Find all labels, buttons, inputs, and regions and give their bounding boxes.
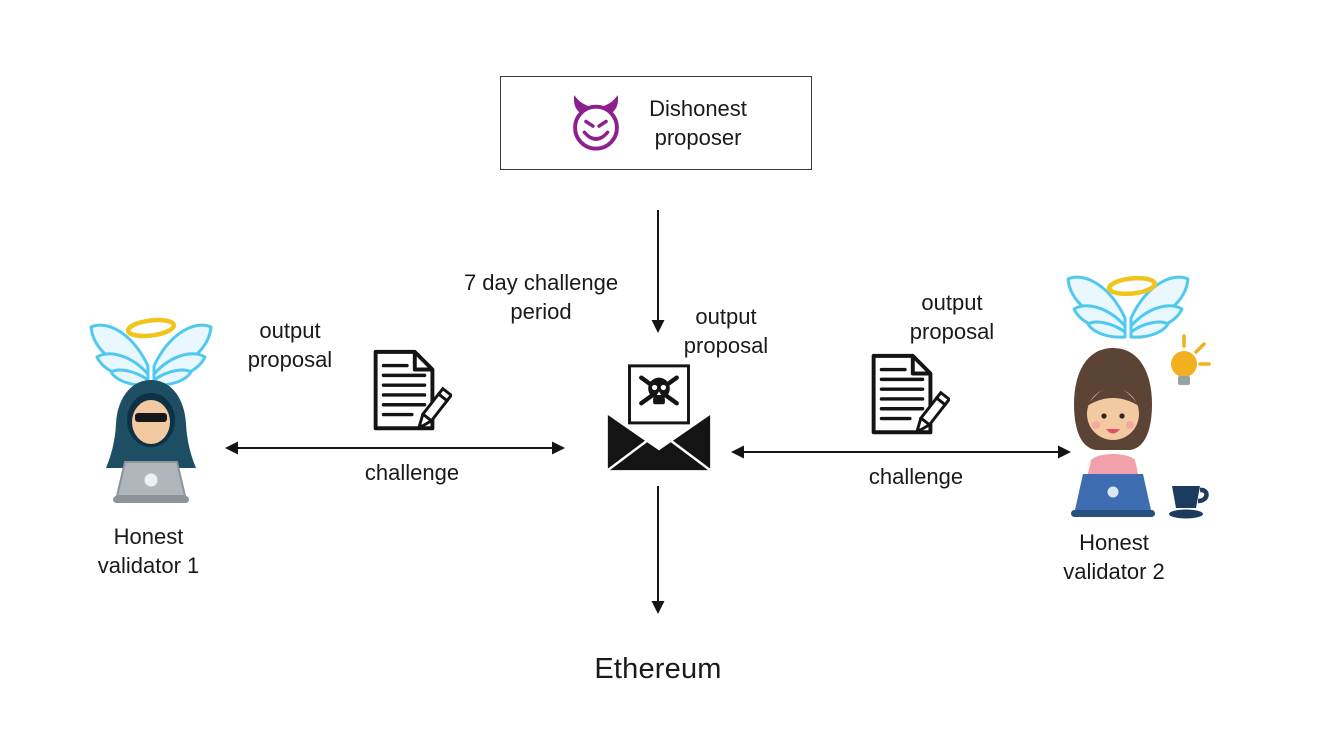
right-output-proposal-label: output proposal	[909, 290, 995, 345]
ethereum-label: Ethereum	[594, 653, 722, 685]
envelope-body	[607, 415, 711, 471]
angel-wings	[1066, 275, 1190, 339]
document-pencil-icon-right	[871, 353, 950, 435]
laptop-icon	[113, 461, 189, 503]
document-text-lines	[381, 363, 427, 417]
document-pencil-icon-left	[373, 349, 452, 431]
angel-wings	[89, 323, 213, 387]
bangs	[1087, 387, 1139, 406]
left-output-proposal-label: output proposal	[247, 318, 333, 373]
sunglasses-icon	[135, 413, 167, 422]
lightbulb-icon	[1171, 334, 1211, 385]
devil-icon	[573, 95, 619, 151]
halo-icon	[1106, 275, 1158, 297]
arrow-validator2-contract	[731, 445, 1071, 459]
right-challenge-label: challenge	[868, 464, 964, 489]
skull-icon	[639, 375, 679, 406]
arrow-validator1-contract	[225, 441, 565, 455]
halo-icon	[125, 317, 177, 339]
skull-envelope-icon	[607, 364, 711, 472]
challenge-period-label: 7 day challenge period	[463, 270, 619, 325]
left-challenge-label: challenge	[364, 460, 460, 485]
dishonest-proposer-node: Dishonest proposer	[500, 76, 812, 170]
dishonest-proposer-label: Dishonest proposer	[649, 95, 747, 150]
validator-1-label: Honest validator 1	[97, 524, 200, 579]
center-output-proposal-label: output proposal	[683, 304, 769, 359]
arrow-contract-to-ethereum	[651, 486, 665, 614]
document-text-lines	[879, 367, 925, 421]
coffee-cup-icon	[1169, 486, 1209, 519]
face	[1087, 388, 1139, 440]
hooded-hacker-angel-icon	[89, 317, 213, 503]
pencil-icon	[417, 386, 452, 430]
blouse	[1087, 454, 1139, 478]
validator-2-label: Honest validator 2	[1063, 530, 1165, 585]
laptop-icon	[1071, 474, 1155, 517]
pencil-icon	[915, 390, 950, 434]
smile	[1106, 429, 1120, 434]
arrow-proposer-to-contract	[651, 210, 665, 333]
woman-angel-icon	[1066, 275, 1211, 519]
